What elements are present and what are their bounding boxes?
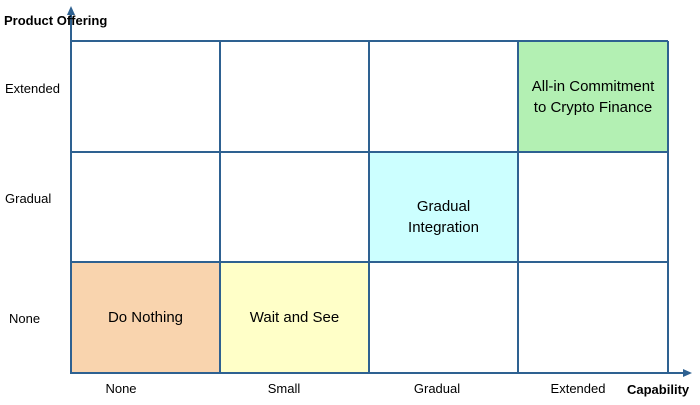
cell-gradual-integration: Gradual Integration [408, 198, 479, 236]
cell-wait-and-see: Wait and See [249, 309, 340, 326]
x-tick-gradual: Gradual [413, 381, 461, 396]
x-tick-small: Small [267, 381, 301, 396]
y-axis-arrow-icon [67, 6, 75, 15]
x-tick-none: None [105, 381, 137, 396]
y-tick-gradual: Gradual [5, 191, 52, 206]
cell-wait-and-see-bg [220, 262, 369, 373]
cell-gradual-integration-bg [369, 152, 518, 262]
cell-all-in-commitment: All-in Commitment to Crypto Finance [531, 77, 655, 116]
y-axis-title: Product Offering [4, 13, 108, 28]
y-tick-extended: Extended [5, 81, 60, 96]
cell-all-in-bg [518, 41, 668, 152]
x-axis-title: Capability [627, 382, 690, 397]
cell-do-nothing: Do Nothing [107, 309, 184, 326]
grid-lines [71, 40, 669, 373]
y-tick-none: None [9, 311, 41, 326]
cell-do-nothing-bg [71, 262, 220, 373]
x-axis-arrow-icon [683, 369, 692, 377]
x-tick-extended: Extended [550, 381, 606, 396]
